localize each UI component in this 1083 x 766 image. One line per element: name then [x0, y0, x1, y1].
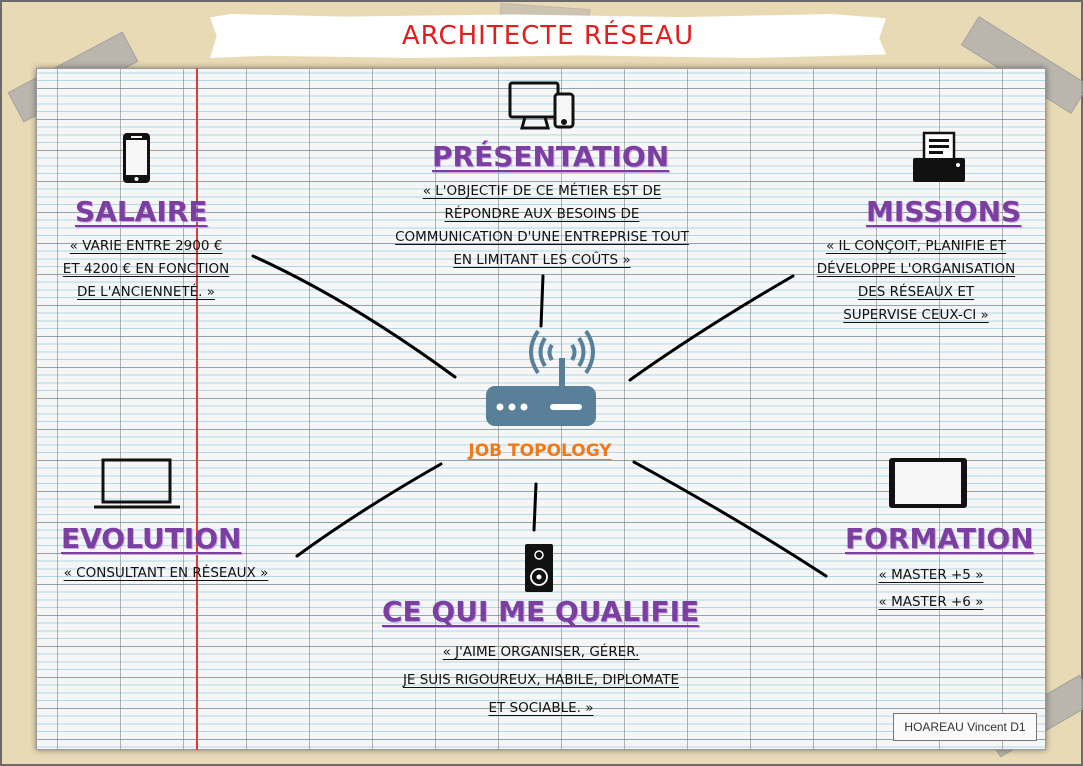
text-qualifie: « J'AIME ORGANISER, GÉRER. JE SUIS RIGOU…: [366, 638, 716, 722]
text-missions: « IL CONÇOIT, PLANIFIE ET DÉVELOPPE L'OR…: [798, 235, 1034, 327]
devices-icon: [508, 81, 575, 130]
text-line: EN LIMITANT LES COÛTS »: [453, 252, 631, 268]
text-line: « L'OBJECTIF DE CE MÉTIER EST DE: [422, 183, 662, 199]
text-line: DÉVELOPPE L'ORGANISATION: [816, 261, 1016, 277]
text-line: « MASTER +6 »: [878, 594, 984, 610]
smartphone-icon: [123, 133, 150, 183]
text-line: COMMUNICATION D'UNE ENTREPRISE TOUT: [395, 229, 689, 245]
connector-missions: [628, 274, 795, 382]
text-line: DES RÉSEAUX ET: [857, 284, 975, 300]
heading-presentation: PRÉSENTATION: [432, 140, 670, 173]
text-line: « MASTER +5 »: [878, 567, 984, 583]
text-presentation: « L'OBJECTIF DE CE MÉTIER EST DE RÉPONDR…: [372, 180, 712, 272]
connector-formation: [632, 460, 828, 578]
text-salaire: « VARIE ENTRE 2900 € ET 4200 € EN FONCTI…: [46, 235, 246, 304]
connector-evolution: [295, 462, 443, 558]
heading-salaire: SALAIRE: [75, 195, 208, 228]
text-line: ET SOCIABLE. »: [488, 700, 594, 716]
text-line: « VARIE ENTRE 2900 €: [69, 238, 223, 254]
speaker-icon: [525, 544, 553, 592]
text-line: JE SUIS RIGOUREUX, HABILE, DIPLOMATE: [402, 672, 680, 688]
title-banner: ARCHITECTE RÉSEAU: [210, 14, 886, 58]
router-icon: [486, 329, 596, 426]
text-line: RÉPONDRE AUX BESOINS DE: [444, 206, 640, 222]
text-line: « IL CONÇOIT, PLANIFIE ET: [826, 238, 1006, 254]
paper-margin-line: [196, 68, 198, 750]
author-credit: HOAREAU Vincent D1: [893, 713, 1037, 741]
text-line: ET 4200 € EN FONCTION: [62, 261, 230, 277]
page-title: ARCHITECTE RÉSEAU: [401, 21, 695, 51]
text-line: « J'AIME ORGANISER, GÉRER.: [442, 644, 640, 660]
text-line: SUPERVISE CEUX-CI »: [843, 307, 989, 323]
heading-evolution: EVOLUTION: [61, 522, 242, 555]
laptop-icon: [94, 458, 180, 509]
center-label: JOB TOPOLOGY: [468, 441, 612, 461]
connector-salaire: [251, 254, 457, 379]
tablet-icon: [889, 458, 967, 508]
heading-qualifie: CE QUI ME QUALIFIE: [382, 595, 700, 628]
text-evolution: « CONSULTANT EN RÉSEAUX »: [44, 562, 288, 585]
printer-icon: [913, 131, 965, 182]
text-line: DE L'ANCIENNETÉ. »: [76, 284, 216, 300]
heading-formation: FORMATION: [845, 522, 1034, 555]
connector-qualifie: [532, 482, 538, 532]
text-formation: « MASTER +5 » « MASTER +6 »: [846, 562, 1016, 616]
connector-presentation: [539, 274, 545, 328]
text-line: « CONSULTANT EN RÉSEAUX »: [63, 565, 269, 581]
heading-missions: MISSIONS: [866, 195, 1022, 228]
